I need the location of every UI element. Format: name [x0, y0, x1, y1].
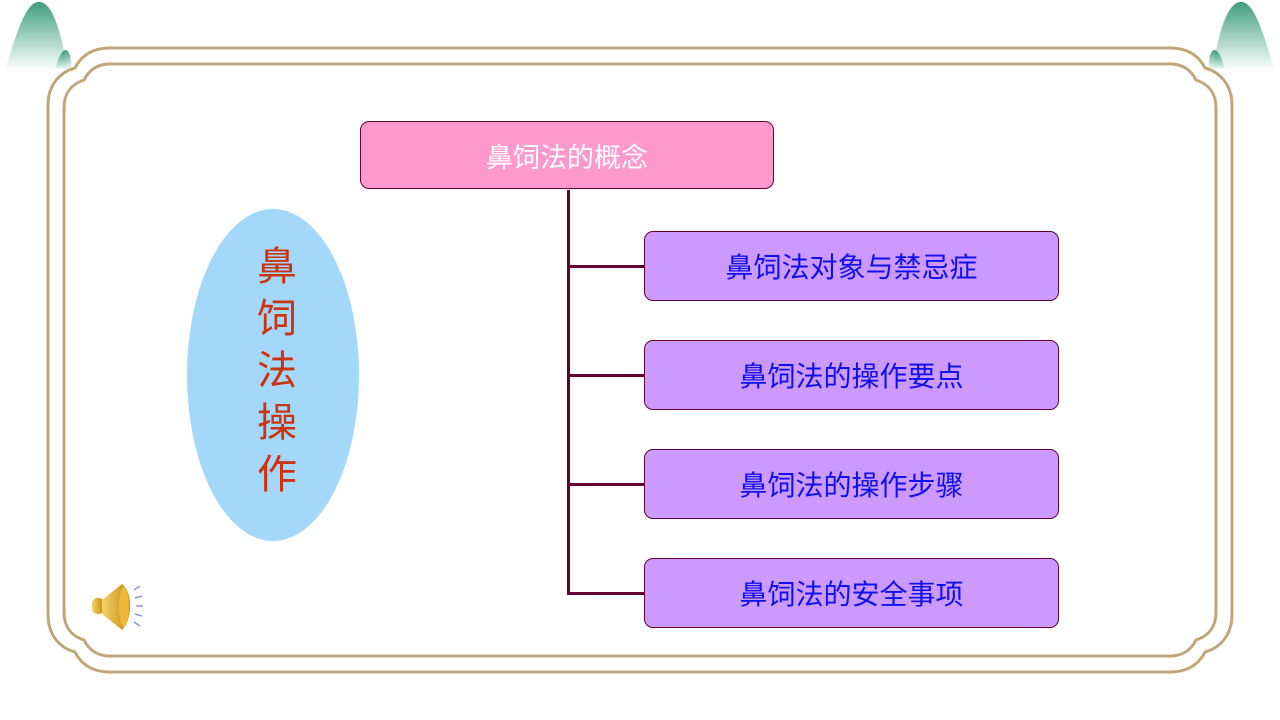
connector-vertical — [567, 190, 570, 595]
connector-branch — [567, 374, 645, 377]
connector-branch — [567, 592, 645, 595]
mountain-icon — [5, 1, 1275, 70]
connector-branch — [567, 483, 645, 486]
topic-ellipse: 鼻饲法操作 — [187, 209, 359, 541]
child-node[interactable]: 鼻饲法对象与禁忌症 — [644, 231, 1059, 301]
speaker-icon[interactable] — [88, 578, 148, 638]
child-node[interactable]: 鼻饲法的操作步骤 — [644, 449, 1059, 519]
root-node[interactable]: 鼻饲法的概念 — [360, 121, 774, 189]
side-title: 鼻饲法操作 — [250, 245, 296, 505]
connector-branch — [567, 265, 645, 268]
child-node[interactable]: 鼻饲法的安全事项 — [644, 558, 1059, 628]
child-node[interactable]: 鼻饲法的操作要点 — [644, 340, 1059, 410]
